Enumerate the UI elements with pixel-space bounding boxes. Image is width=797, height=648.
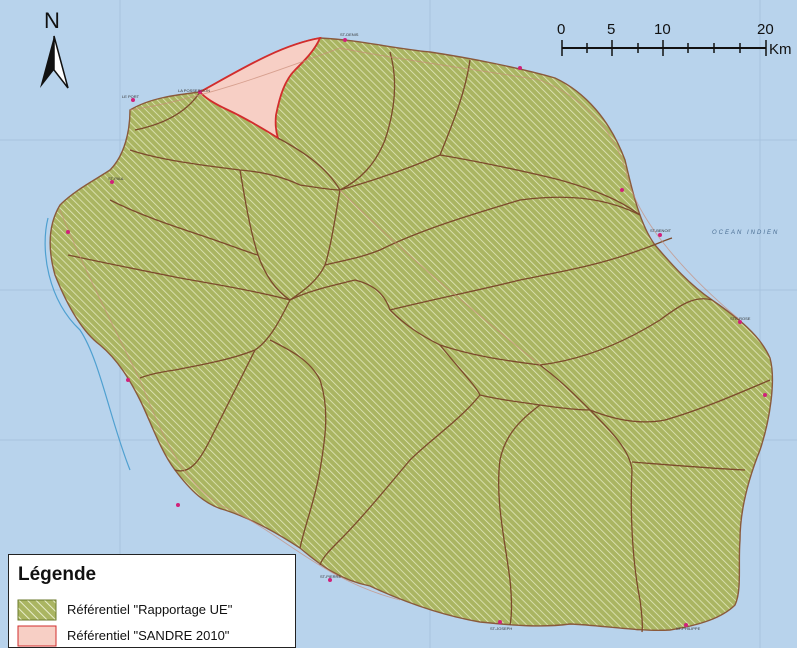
place-label: LA POSSESSION xyxy=(178,88,210,93)
legend-swatch-hatched xyxy=(17,599,57,621)
legend-swatch-pink xyxy=(17,625,57,647)
place-label: ST-PHILIPPE xyxy=(676,626,701,631)
legend: Légende Référentiel "Rapportage UE" Réfé… xyxy=(8,554,296,648)
ocean-label: OCEAN INDIEN xyxy=(712,230,779,236)
town-markers xyxy=(66,38,767,627)
place-label: ST-DENIS xyxy=(340,32,359,37)
roads xyxy=(59,47,741,601)
legend-title: Légende xyxy=(18,564,97,585)
scale-tick-label: 0 xyxy=(557,21,565,38)
scale-tick-label: 10 xyxy=(654,21,671,38)
scale-tick-label: 5 xyxy=(607,21,615,38)
north-arrow: N xyxy=(40,8,69,89)
place-label: ST-PAUL xyxy=(108,176,125,181)
place-label: LE PORT xyxy=(122,94,140,99)
place-label: STE-ROSE xyxy=(730,316,751,321)
scale-bar: 0 5 10 20 Km xyxy=(557,21,792,58)
reef-line xyxy=(44,217,131,471)
island-rapportage-ue xyxy=(49,37,774,632)
place-label: ST-BENOIT xyxy=(650,228,672,233)
place-label: ST-PIERRE xyxy=(320,574,341,579)
place-label: ST-JOSEPH xyxy=(490,626,512,631)
scale-tick-label: 20 xyxy=(757,21,774,38)
legend-label: Référentiel "Rapportage UE" xyxy=(67,602,233,617)
north-letter: N xyxy=(44,8,60,33)
legend-label: Référentiel "SANDRE 2010" xyxy=(67,628,230,643)
north-arrow-icon xyxy=(40,35,69,89)
scale-unit-label: Km xyxy=(769,41,792,58)
watershed-boundaries xyxy=(67,51,771,633)
sandre-polygon xyxy=(198,36,322,141)
